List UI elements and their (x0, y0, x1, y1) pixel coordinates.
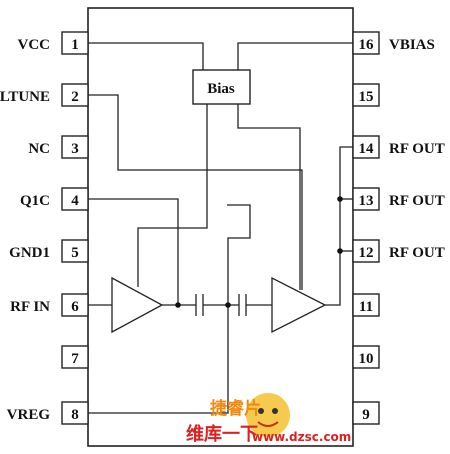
pin-number: 4 (71, 193, 79, 209)
mascot-icon (246, 393, 290, 437)
pin-11: 11 (352, 293, 380, 317)
junction-pin12 (337, 248, 343, 254)
pin-number: 5 (71, 245, 79, 261)
pin-8: 8 VREG (7, 401, 89, 425)
cap1 (195, 294, 204, 316)
pin-1: 1 VCC (18, 31, 89, 55)
pin-number: 7 (71, 351, 79, 367)
watermark-line2: 维库一下 (186, 423, 258, 445)
pin-number: 8 (71, 407, 79, 423)
pin-2: 2 LTUNE (0, 83, 89, 107)
pin-number: 11 (359, 299, 373, 315)
pin-label: RF OUT (389, 193, 445, 209)
pin-3: 3 NC (28, 135, 89, 159)
pin-5: 5 GND1 (9, 239, 89, 263)
pin-label: NC (28, 141, 50, 157)
amp2 (271, 276, 327, 334)
pin-number: 13 (359, 193, 374, 209)
pin-12: 12 RF OUT (352, 239, 445, 263)
wire-ltune (88, 94, 303, 290)
pin-15: 15 (352, 83, 380, 107)
pin-14: 14 RF OUT (352, 135, 445, 159)
pin-16: 16 VBIAS (352, 31, 435, 55)
bias-label: Bias (207, 81, 235, 97)
wire-rfout-bus (325, 146, 353, 306)
pin-7: 7 (61, 345, 89, 369)
mascot-eye-icon (258, 408, 264, 414)
pin-6: 6 RF IN (10, 293, 89, 317)
pin-number: 6 (71, 299, 79, 315)
pin-label: RF OUT (389, 141, 445, 157)
wiring (88, 42, 353, 414)
pin-number: 1 (71, 37, 79, 53)
wire-vcc (88, 42, 204, 70)
wire-bias-out1 (137, 104, 208, 287)
pin-label: LTUNE (0, 89, 50, 105)
mascot-smile-icon (257, 421, 279, 427)
pin-number: 16 (359, 37, 375, 53)
wire-vbias (237, 42, 353, 70)
amp1 (111, 276, 164, 334)
pin-number: 2 (71, 89, 79, 105)
pin-9: 9 (352, 401, 380, 425)
pin-number: 15 (359, 89, 374, 105)
watermark-line1: 捷睿片 (210, 398, 261, 419)
pin-number: 10 (359, 351, 374, 367)
pin-label: VREG (7, 407, 51, 423)
pin-number: 3 (71, 141, 79, 157)
pin-number: 12 (359, 245, 374, 261)
mascot-eye-icon (272, 408, 278, 414)
chip-body (87, 7, 354, 447)
wire-q1c (88, 198, 179, 303)
junction-q1c (175, 302, 181, 308)
pin-4: 4 Q1C (20, 187, 89, 211)
pin-number: 14 (359, 141, 375, 157)
watermark: 捷睿片 维库一下 www.dzsc.com (186, 393, 351, 445)
bias-block: Bias (192, 69, 251, 105)
wire-vreg (88, 204, 251, 414)
pin-label: RF OUT (389, 245, 445, 261)
cap2 (238, 294, 247, 316)
pin-label: RF IN (10, 299, 50, 315)
pin-number: 9 (362, 407, 370, 423)
pin-label: VCC (18, 37, 51, 53)
pin-13: 13 RF OUT (352, 187, 445, 211)
watermark-url: www.dzsc.com (252, 430, 351, 444)
pin-label: VBIAS (389, 37, 435, 53)
wire-bias-out2 (237, 104, 301, 290)
pin-label: Q1C (20, 193, 50, 209)
pin-label: GND1 (9, 245, 50, 261)
junction-pin13 (337, 196, 343, 202)
junctions (175, 196, 343, 308)
pin-10: 10 (352, 345, 380, 369)
junction-vreg (225, 302, 231, 308)
